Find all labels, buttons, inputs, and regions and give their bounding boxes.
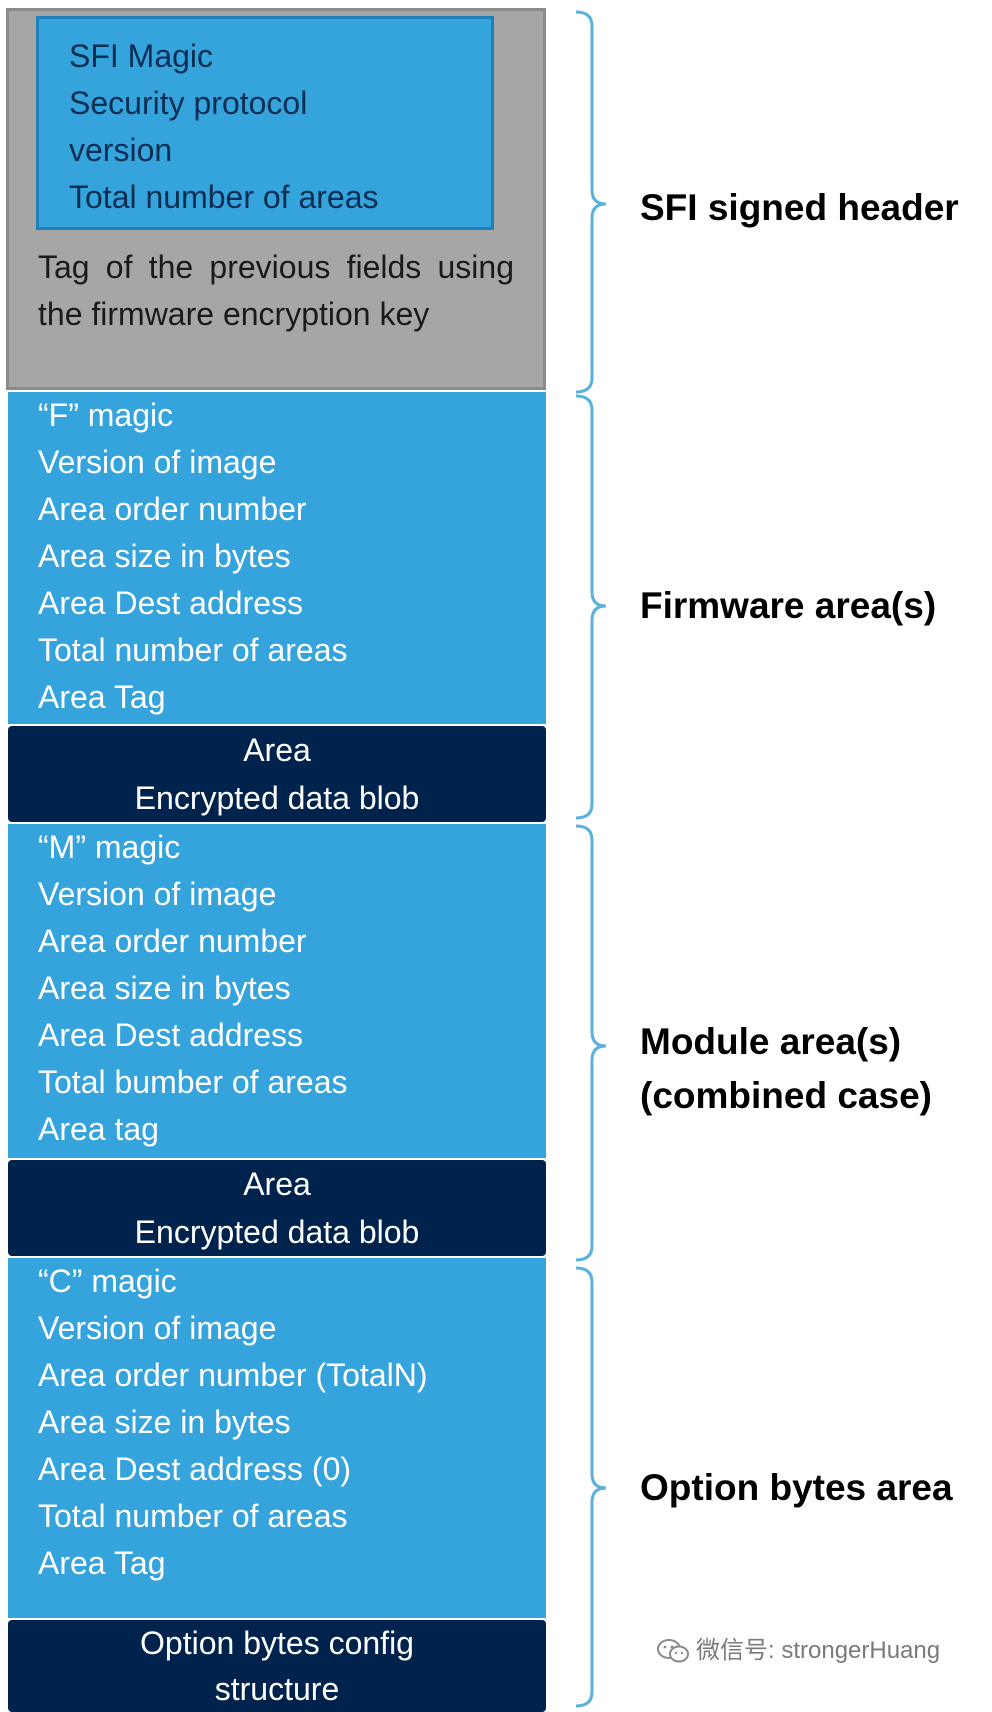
mod-blob-line1: Area (243, 1166, 311, 1202)
field-version: version (69, 132, 173, 168)
bracket-firmware (575, 394, 607, 820)
fw-field: Area size in bytes (38, 538, 291, 574)
field-security-protocol: Security protocol (69, 85, 308, 121)
label-firmware-area: Firmware area(s) (640, 585, 937, 626)
label-module-combined: (combined case) (640, 1075, 932, 1116)
option-blob-block: Option bytes config structure (8, 1620, 546, 1712)
label-option-bytes-area: Option bytes area (640, 1467, 953, 1508)
opt-field: Area Tag (38, 1545, 166, 1581)
fw-blob-line2: Encrypted data blob (134, 780, 420, 816)
fw-field: “F” magic (38, 397, 174, 433)
field-sfi-magic: SFI Magic (69, 38, 214, 74)
fw-field: Area order number (38, 491, 307, 527)
watermark: 微信号: strongerHuang (656, 1634, 940, 1668)
bracket-option (575, 1266, 607, 1708)
module-blob-block: Area Encrypted data blob (8, 1160, 546, 1256)
mod-field: Version of image (38, 876, 277, 912)
fw-blob-line1: Area (243, 732, 311, 768)
mod-field: Area size in bytes (38, 970, 291, 1006)
mod-field: “M” magic (38, 829, 181, 865)
mod-field: Total bumber of areas (38, 1064, 348, 1100)
label-module-area: Module area(s) (640, 1021, 902, 1062)
opt-field: “C” magic (38, 1263, 177, 1299)
mod-blob-line2: Encrypted data blob (134, 1214, 420, 1250)
opt-field: Area Dest address (0) (38, 1451, 352, 1487)
fw-field: Version of image (38, 444, 277, 480)
bracket-header (575, 10, 607, 394)
fw-field: Area Dest address (38, 585, 304, 621)
wechat-icon (657, 1639, 689, 1663)
opt-blob-line2: structure (214, 1671, 340, 1707)
watermark-text: 微信号: strongerHuang (696, 1637, 941, 1664)
firmware-fields-block: “F” magic Version of image Area order nu… (8, 392, 546, 724)
field-total-areas: Total number of areas (69, 179, 379, 215)
firmware-blob-block: Area Encrypted data blob (8, 726, 546, 822)
mod-field: Area tag (38, 1111, 159, 1147)
sfi-header-fields-box: SFI Magic Security protocol version Tota… (36, 16, 494, 230)
opt-blob-line1: Option bytes config (140, 1625, 414, 1661)
fw-field: Total number of areas (38, 632, 348, 668)
bracket-module (575, 824, 607, 1262)
opt-field: Version of image (38, 1310, 277, 1346)
fw-field: Area Tag (38, 679, 166, 715)
opt-field: Total number of areas (38, 1498, 348, 1534)
option-fields-block: “C” magic Version of image Area order nu… (8, 1258, 546, 1618)
opt-field: Area size in bytes (38, 1404, 291, 1440)
header-tag-text: Tag of the previous fields using the fir… (38, 249, 514, 332)
mod-field: Area order number (38, 923, 307, 959)
label-sfi-signed-header: SFI signed header (640, 187, 959, 228)
mod-field: Area Dest address (38, 1017, 304, 1053)
opt-field: Area order number (TotalN) (38, 1357, 428, 1393)
module-fields-block: “M” magic Version of image Area order nu… (8, 824, 546, 1158)
